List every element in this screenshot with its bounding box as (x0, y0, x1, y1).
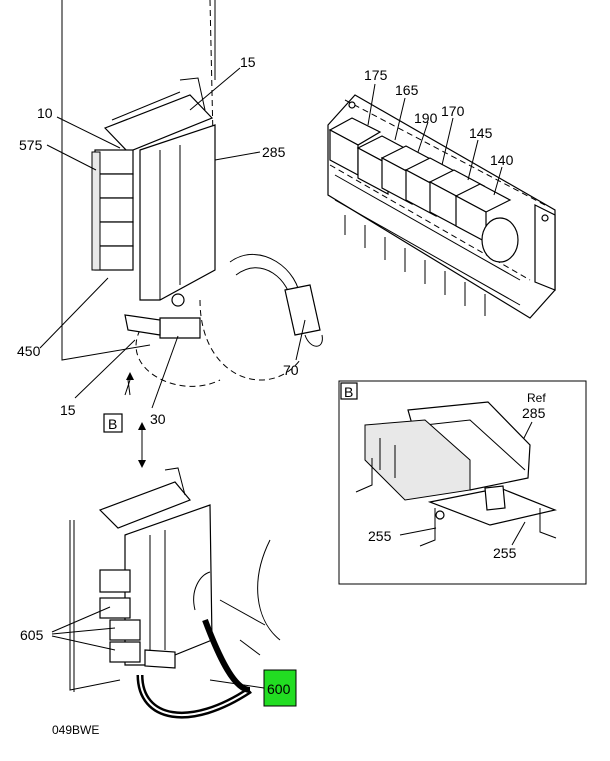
callout-600-highlight: 600 (263, 669, 297, 707)
callout-170: 170 (441, 103, 465, 119)
leader-lines-bottom (51, 606, 265, 689)
fuse-relay-block (327, 94, 556, 319)
callout-175: 175 (364, 67, 388, 83)
relay-stack-575 (91, 149, 134, 271)
callout-285: 285 (262, 144, 286, 160)
leader-lines-top-right (367, 83, 503, 196)
callout-165: 165 (395, 82, 419, 98)
view-b-label: B (344, 384, 353, 400)
callout-600: 600 (267, 681, 291, 697)
view-b-marker-label: B (108, 416, 117, 432)
ref-text: Ref (527, 391, 546, 405)
figure-id: 049BWE (52, 723, 99, 737)
callout-70: 70 (283, 362, 299, 378)
callout-605: 605 (20, 627, 44, 643)
callout-145: 145 (469, 125, 493, 141)
leader-lines-top-left (39, 67, 306, 409)
callout-10: 10 (37, 105, 53, 121)
callout-190: 190 (414, 110, 438, 126)
callout-255-left: 255 (368, 528, 392, 544)
double-arrow (138, 422, 146, 468)
highlight-box (263, 669, 297, 707)
relay-bracket-assembly (61, 0, 323, 387)
callout-255-right: 255 (493, 545, 517, 561)
callout-30: 30 (150, 411, 166, 427)
callout-575: 575 (19, 137, 43, 153)
view-b-marker: B (103, 372, 134, 433)
callout-15-bottom: 15 (60, 402, 76, 418)
ref-285: 285 (522, 405, 546, 421)
view-b-detail: B Ref 285 (338, 380, 587, 585)
callout-450: 450 (17, 343, 41, 359)
bottom-assembly (69, 467, 281, 719)
callout-140: 140 (490, 152, 514, 168)
callout-15-top: 15 (240, 54, 256, 70)
